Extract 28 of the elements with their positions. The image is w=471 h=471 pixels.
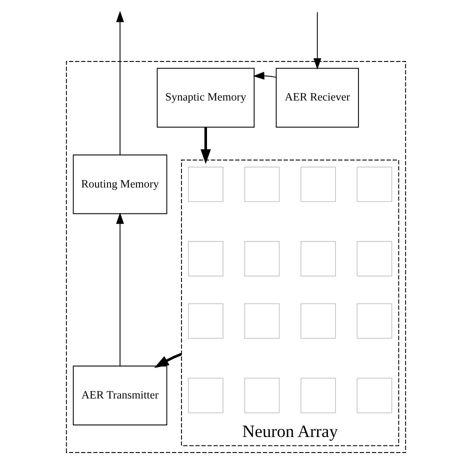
node-box [356,166,392,202]
node-box [187,241,223,276]
arrow [154,352,182,368]
arrow [116,212,124,366]
node-box: Synaptic Memory [156,68,254,128]
node-box [244,241,280,276]
node-box [187,378,223,414]
node-box: AER Transmitter [72,366,167,426]
node-box [244,378,280,414]
node-box [244,166,280,202]
node-box: Routing Memory [72,154,167,214]
cluster [65,61,406,454]
node-box [300,241,336,276]
node-box [300,303,336,339]
node-box [356,303,392,339]
node-box [300,378,336,414]
arrow [312,12,321,70]
node-box [356,378,392,414]
node-box [356,241,392,276]
cluster: Neuron Array [180,160,399,446]
node-box [244,303,280,339]
node-box: AER Reciever [275,68,358,128]
node-box [187,166,223,202]
arrow [200,127,210,164]
arrow [252,72,276,80]
arrow [116,10,124,156]
node-box [300,166,336,202]
node-box [187,303,223,339]
